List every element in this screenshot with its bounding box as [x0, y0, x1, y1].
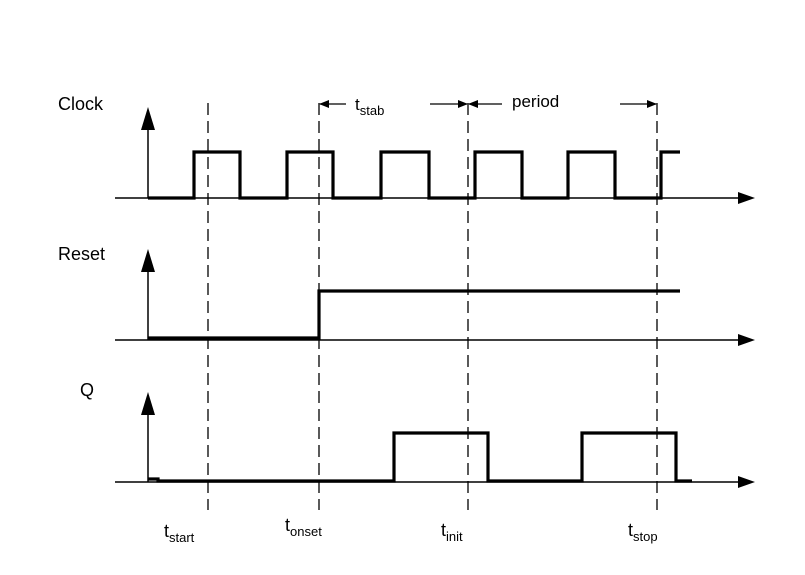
q-time-axis-arrow-icon	[738, 476, 755, 488]
t-init-sub: init	[446, 529, 463, 544]
reset-time-axis-arrow-icon	[738, 334, 755, 346]
clock-waveform	[148, 150, 680, 200]
q-value-axis-arrow-icon	[141, 392, 155, 415]
t-onset-base: t	[285, 515, 290, 535]
stab-label-base: t	[355, 95, 360, 114]
t-stop-sub: stop	[633, 529, 658, 544]
time-marker-lines	[207, 103, 658, 510]
t-onset-label: tonset	[285, 515, 322, 539]
clock-time-axis-arrow-icon	[738, 192, 755, 204]
t-stop-base: t	[628, 520, 633, 540]
q-axes	[115, 392, 755, 488]
stab-label: tstab	[355, 95, 384, 118]
reset-axes	[115, 249, 755, 346]
period-label: period	[512, 92, 559, 111]
q-label: Q	[80, 380, 94, 400]
t-init-base: t	[441, 520, 446, 540]
clock-axes	[115, 107, 755, 204]
q-waveform	[148, 431, 692, 483]
reset-value-axis-arrow-icon	[141, 249, 155, 272]
t-start-label: tstart	[164, 521, 195, 545]
reset-waveform	[148, 289, 680, 340]
t-start-base: t	[164, 521, 169, 541]
stab-label-sub: stab	[360, 103, 385, 118]
t-onset-sub: onset	[290, 524, 322, 539]
reset-label: Reset	[58, 244, 105, 264]
clock-label: Clock	[58, 94, 104, 114]
t-init-label: tinit	[441, 520, 463, 544]
t-start-sub: start	[169, 530, 195, 545]
clock-value-axis-arrow-icon	[141, 107, 155, 130]
t-stop-label: tstop	[628, 520, 658, 544]
